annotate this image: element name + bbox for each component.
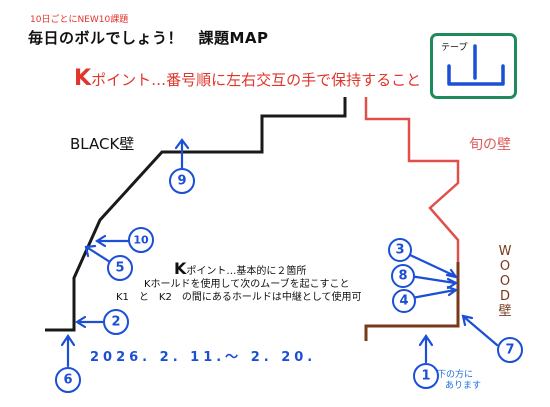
- hold-6: [55, 367, 81, 393]
- hold-9: [169, 168, 195, 194]
- wood-letter: 壁: [498, 304, 512, 319]
- hold-7-number: 7: [505, 343, 514, 358]
- arrow-10: [94, 234, 132, 248]
- wood-letter: O: [499, 274, 511, 289]
- date-range: 2026. 2. 11.～ 2. 20.: [90, 350, 317, 365]
- wood-wall-label: W O O D 壁: [497, 244, 513, 319]
- wood-letter: W: [498, 244, 512, 259]
- hold-1-number: 1: [421, 369, 430, 384]
- k-notes-line2: Kホールドを使用して次のムーブを起こすこと: [144, 279, 350, 290]
- page-title: 毎日のボルでしょう！ 課題MAP: [28, 29, 269, 47]
- hold-2: [103, 309, 129, 335]
- k-point-rule-text: ポイント…番号順に左右交互の手で保持すること: [91, 71, 422, 89]
- hold-7: [497, 337, 523, 363]
- k-notes-line3: K1 と K2 の間にあるホールドは中継として使用可: [116, 292, 362, 303]
- hold-8-number: 8: [398, 269, 407, 284]
- k-point-letter: K: [74, 66, 92, 91]
- k-point-rule: Kポイント…番号順に左右交互の手で保持すること: [74, 66, 421, 91]
- hold-4-number: 4: [399, 294, 408, 309]
- shun-wall-outline: [364, 97, 460, 262]
- arrow-2: [74, 315, 106, 329]
- hold-4: [392, 289, 416, 313]
- arrow-3: [408, 253, 459, 279]
- arrow-4: [410, 285, 459, 300]
- arrow-1: [418, 334, 434, 364]
- black-wall-outline: [45, 97, 347, 332]
- location-note: 下の方に あります: [437, 370, 481, 392]
- hold-3: [388, 238, 412, 262]
- hold-1: [413, 363, 439, 389]
- k-point-notes: Kポイント…基本的に２箇所 Kホールドを使用して次のムーブを起こすこと K1 と…: [114, 259, 362, 304]
- hold-markers: [55, 168, 523, 393]
- tape-legend: テープ: [430, 33, 517, 99]
- location-note-line2: あります: [445, 381, 482, 391]
- wood-letter: O: [499, 259, 511, 274]
- tape-legend-label: テープ: [441, 43, 468, 53]
- black-wall-label: BLACK壁: [70, 135, 135, 153]
- series-note: 10日ごとにNEW10課題: [30, 15, 129, 25]
- hold-10: [128, 227, 154, 253]
- hold-8: [391, 264, 415, 288]
- hold-5: [107, 255, 133, 281]
- hold-2-number: 2: [111, 315, 120, 330]
- hold-9-number: 9: [177, 174, 186, 189]
- k-notes-letter: K: [174, 259, 187, 278]
- arrow-7: [461, 314, 499, 347]
- location-note-line1: 下の方に: [437, 370, 474, 380]
- hold-10-number: 10: [133, 234, 149, 247]
- arrow-6: [60, 334, 76, 368]
- k-notes-line1: ポイント…基本的に２箇所: [186, 266, 307, 277]
- hold-3-number: 3: [395, 243, 404, 258]
- arrow-5: [84, 244, 112, 264]
- hold-5-number: 5: [115, 261, 124, 276]
- arrow-8: [408, 274, 459, 290]
- wood-letter: D: [499, 289, 510, 304]
- wood-wall-outline: [364, 262, 460, 341]
- hold-arrows: [60, 138, 499, 368]
- arrow-9: [174, 138, 190, 170]
- shun-wall-label: 旬の壁: [469, 137, 511, 153]
- hold-6-number: 6: [63, 373, 72, 388]
- tape-mark-icon: [447, 44, 505, 86]
